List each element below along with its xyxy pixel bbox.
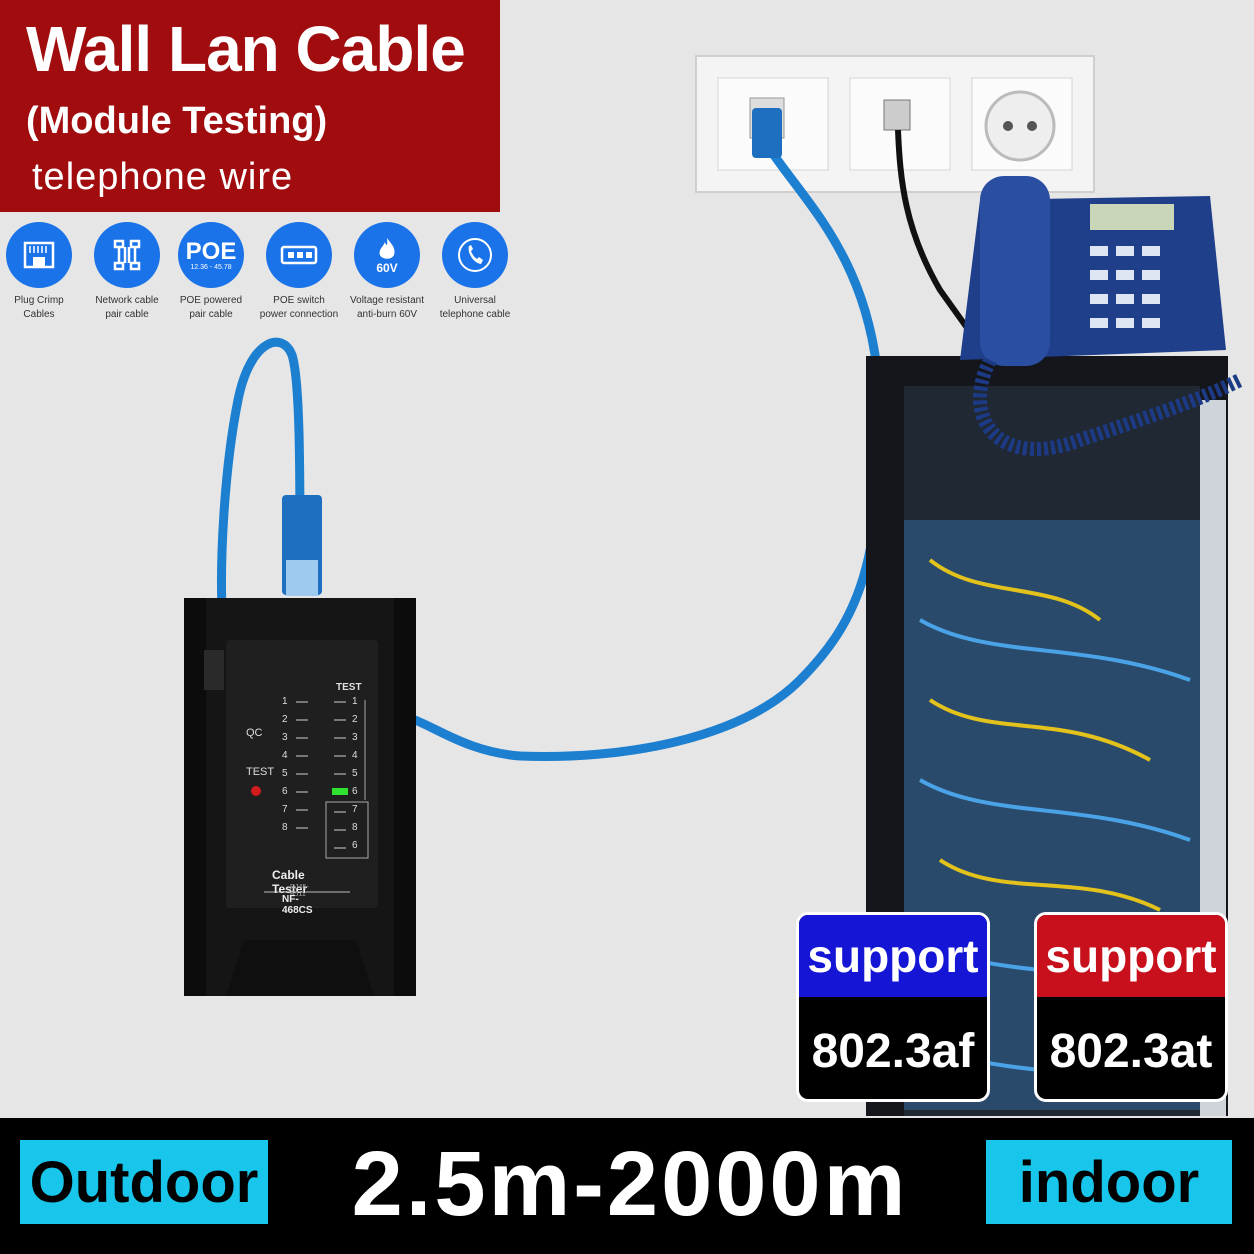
- led-label: 4: [282, 750, 288, 761]
- indoor-tag: indoor: [986, 1140, 1232, 1224]
- poe-icon-text: POE: [185, 237, 237, 265]
- poe-icon-subtext: 12.36 - 45.78: [190, 263, 232, 271]
- feature-telephone-cable: Universal telephone cable: [430, 222, 520, 322]
- tester-model-line: RJ45-RJ11: [290, 884, 309, 898]
- led-label: 3: [282, 732, 288, 743]
- poe-icon: POE 12.36 - 45.78: [178, 222, 244, 288]
- telephone: [960, 176, 1244, 456]
- led-label: 4: [352, 750, 358, 761]
- outdoor-tag: Outdoor: [20, 1140, 268, 1224]
- feature-label: Plug Crimp Cables: [14, 295, 64, 320]
- feature-network-cable: Network cable pair cable: [82, 222, 172, 322]
- tester-name: Cable Tester: [272, 868, 308, 896]
- led-label: 3: [352, 732, 358, 743]
- feature-voltage-resistant: 60V Voltage resistant anti-burn 60V: [342, 222, 432, 322]
- title-banner: Wall Lan Cable (Module Testing) telephon…: [0, 0, 500, 212]
- page-subtitle: (Module Testing): [26, 100, 328, 142]
- flame-icon-text: 60V: [376, 261, 398, 275]
- led-label: 2: [352, 714, 358, 725]
- flame-icon: 60V: [354, 222, 420, 288]
- led-label: 7: [352, 804, 358, 815]
- cable-pair-icon: [94, 222, 160, 288]
- page-subtitle-2: telephone wire: [32, 156, 294, 198]
- switch-icon: [266, 222, 332, 288]
- badge-top: support: [1037, 915, 1225, 997]
- tester-test-label: TEST: [246, 766, 275, 778]
- support-badge-af: support 802.3af: [796, 912, 990, 1102]
- left-led-column: 1 2 3 4 5 6 7 8: [282, 696, 292, 840]
- led-label: 8: [282, 822, 288, 833]
- led-label: 8: [352, 822, 358, 833]
- phone-icon: [442, 222, 508, 288]
- rj45-jack-icon: [6, 222, 72, 288]
- badge-top: support: [799, 915, 987, 997]
- feature-label: POE switch power connection: [259, 295, 339, 320]
- page-title: Wall Lan Cable: [26, 13, 466, 85]
- tester-model: NF-468CS: [282, 894, 313, 916]
- support-badge-at: support 802.3at: [1034, 912, 1228, 1102]
- feature-label: Network cable pair cable: [95, 295, 159, 320]
- range-bar: Outdoor 2.5m-2000m indoor: [0, 1118, 1254, 1254]
- badge-standard: 802.3at: [1049, 1024, 1213, 1078]
- feature-poe-switch: POE switch power connection: [254, 222, 344, 322]
- led-label: 6: [282, 786, 288, 797]
- tester-qc-label: QC: [246, 727, 263, 739]
- wall-plate: [695, 55, 1095, 193]
- cable-tester-device: [184, 598, 416, 996]
- feature-poe-powered: POE 12.36 - 45.78 POE powered pair cable: [166, 222, 256, 322]
- led-label: 5: [282, 768, 288, 779]
- led-label: 7: [282, 804, 288, 815]
- tester-remote-label: TEST: [336, 682, 362, 693]
- right-led-column: 1 2 3 4 5 6 7 8 6: [352, 696, 362, 858]
- led-label: 2: [282, 714, 288, 725]
- led-label: 1: [282, 696, 288, 707]
- led-label: 5: [352, 768, 358, 779]
- feature-label: Universal telephone cable: [439, 295, 511, 320]
- lan-cables: [217, 135, 885, 761]
- led-label: 1: [352, 696, 358, 707]
- feature-plug-crimp: Plug Crimp Cables: [0, 222, 84, 322]
- range-text: 2.5m-2000m: [351, 1133, 909, 1235]
- led-label: 6: [352, 840, 358, 851]
- feature-label: Voltage resistant anti-burn 60V: [350, 295, 424, 320]
- feature-label: POE powered pair cable: [179, 295, 243, 320]
- badge-standard: 802.3af: [811, 1024, 975, 1078]
- led-label: 6: [352, 786, 358, 797]
